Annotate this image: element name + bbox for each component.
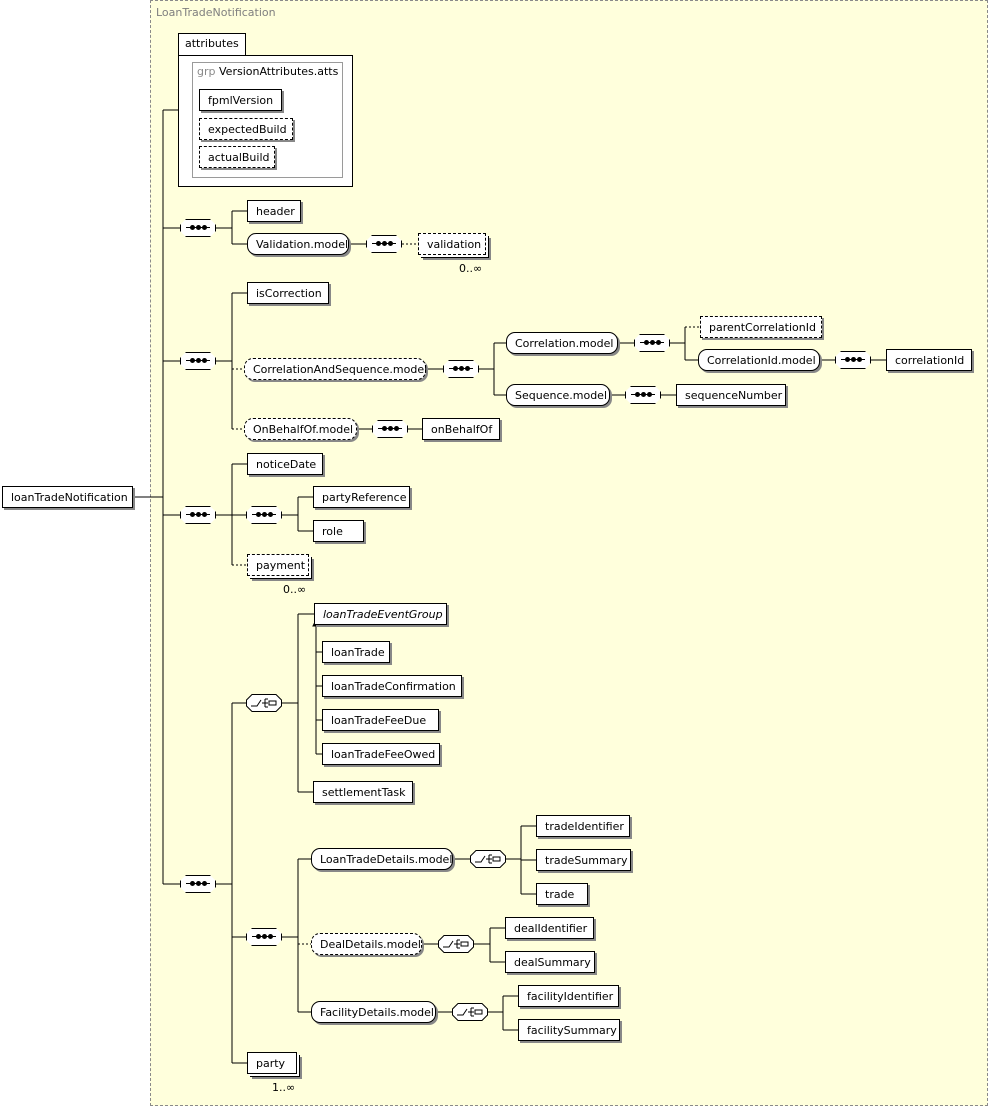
- group-facilityDetails-model[interactable]: FacilityDetails.model: [311, 1001, 436, 1023]
- choice-compositor-deal[interactable]: [438, 935, 474, 953]
- element-party[interactable]: party: [247, 1052, 297, 1074]
- frame-title: LoanTradeNotification: [156, 6, 276, 19]
- choice-compositor-event[interactable]: [246, 694, 282, 712]
- group-name: VersionAttributes.atts: [219, 65, 339, 78]
- element-sequenceNumber[interactable]: sequenceNumber: [676, 384, 786, 406]
- element-payment[interactable]: payment: [247, 554, 309, 576]
- cardinality-party: 1..∞: [272, 1081, 296, 1094]
- element-role[interactable]: role: [313, 520, 364, 542]
- element-trade[interactable]: trade: [536, 883, 588, 905]
- version-attributes-group: [192, 62, 343, 178]
- element-tradeSummary[interactable]: tradeSummary: [536, 849, 631, 871]
- sequence-compositor-correlation-and-sequence[interactable]: [443, 360, 479, 378]
- element-tradeIdentifier[interactable]: tradeIdentifier: [536, 815, 630, 837]
- sequence-compositor-3[interactable]: [180, 506, 216, 524]
- group-keyword: grp: [197, 65, 216, 78]
- attr-expectedBuild[interactable]: expectedBuild: [199, 118, 293, 140]
- sequence-compositor-correlation-id[interactable]: [835, 351, 871, 369]
- element-dealSummary[interactable]: dealSummary: [505, 951, 595, 973]
- sequence-compositor-on-behalf-of[interactable]: [372, 420, 408, 438]
- group-onBehalfOf-model[interactable]: OnBehalfOf.model: [244, 418, 357, 440]
- attributes-tab[interactable]: attributes: [178, 33, 246, 56]
- group-validation-model[interactable]: Validation.model: [247, 233, 349, 255]
- sequence-compositor-2[interactable]: [180, 352, 216, 370]
- element-loanTrade[interactable]: loanTrade: [322, 641, 390, 663]
- sequence-compositor-validation[interactable]: [366, 235, 402, 253]
- sequence-compositor-1[interactable]: [180, 219, 216, 237]
- element-isCorrection[interactable]: isCorrection: [247, 282, 329, 304]
- group-correlation-model[interactable]: Correlation.model: [506, 332, 618, 354]
- group-correlation-and-sequence-model[interactable]: CorrelationAndSequence.model: [244, 358, 427, 380]
- element-facilityIdentifier[interactable]: facilityIdentifier: [518, 985, 619, 1007]
- element-header[interactable]: header: [247, 200, 301, 222]
- element-loanTradeFeeOwed[interactable]: loanTradeFeeOwed: [322, 743, 440, 765]
- choice-compositor-trade[interactable]: [470, 850, 506, 868]
- element-noticeDate[interactable]: noticeDate: [247, 453, 323, 475]
- group-sequence-model[interactable]: Sequence.model: [506, 384, 610, 406]
- group-label: grp VersionAttributes.atts: [197, 65, 338, 78]
- element-loanTradeFeeDue[interactable]: loanTradeFeeDue: [322, 709, 439, 731]
- group-loanTradeDetails-model[interactable]: LoanTradeDetails.model: [311, 848, 453, 870]
- sequence-compositor-4[interactable]: [180, 875, 216, 893]
- element-correlationId[interactable]: correlationId: [886, 349, 972, 371]
- element-onBehalfOf[interactable]: onBehalfOf: [422, 418, 500, 440]
- sequence-compositor-sequence[interactable]: [625, 386, 661, 404]
- group-dealDetails-model[interactable]: DealDetails.model: [311, 933, 422, 955]
- cardinality-payment: 0..∞: [283, 583, 307, 596]
- element-parentCorrelationId[interactable]: parentCorrelationId: [700, 316, 822, 338]
- element-settlementTask[interactable]: settlementTask: [313, 781, 413, 803]
- root-element-loanTradeNotification[interactable]: loanTradeNotification: [2, 486, 133, 508]
- element-loanTradeConfirmation[interactable]: loanTradeConfirmation: [322, 675, 462, 697]
- element-facilitySummary[interactable]: facilitySummary: [518, 1019, 620, 1041]
- attr-fpmlVersion[interactable]: fpmlVersion: [199, 89, 282, 111]
- abstract-loanTradeEventGroup[interactable]: loanTradeEventGroup: [314, 603, 447, 625]
- group-correlationId-model[interactable]: CorrelationId.model: [698, 349, 820, 371]
- element-validation[interactable]: validation: [418, 233, 486, 255]
- cardinality-validation: 0..∞: [459, 262, 483, 275]
- attr-actualBuild[interactable]: actualBuild: [199, 146, 275, 168]
- element-partyReference[interactable]: partyReference: [313, 486, 410, 508]
- element-dealIdentifier[interactable]: dealIdentifier: [505, 917, 594, 939]
- sequence-compositor-details[interactable]: [246, 928, 282, 946]
- sequence-compositor-correlation[interactable]: [634, 334, 670, 352]
- choice-compositor-facility[interactable]: [452, 1003, 488, 1021]
- sequence-compositor-party-role[interactable]: [246, 506, 282, 524]
